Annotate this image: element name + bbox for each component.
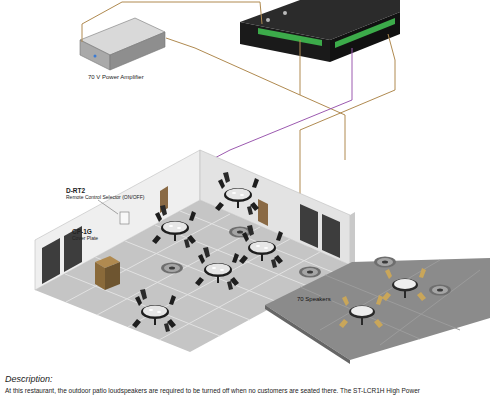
description-heading: Description:	[5, 374, 53, 384]
speaker-label: 70 Speakers	[296, 296, 332, 303]
description-text: At this restaurant, the outdoor patio lo…	[5, 387, 420, 394]
device-caption: Cover Plate	[72, 236, 98, 242]
device-label: 70 V Power Amplifier	[88, 74, 144, 81]
wall-plate	[120, 212, 129, 224]
device-label: D-RT2	[66, 187, 85, 194]
relay-unit	[240, 0, 400, 62]
device-label: CP-1G	[72, 228, 92, 235]
amplifier	[80, 18, 165, 70]
device-caption: Remote Control Selector (ON/OFF)	[66, 195, 144, 201]
